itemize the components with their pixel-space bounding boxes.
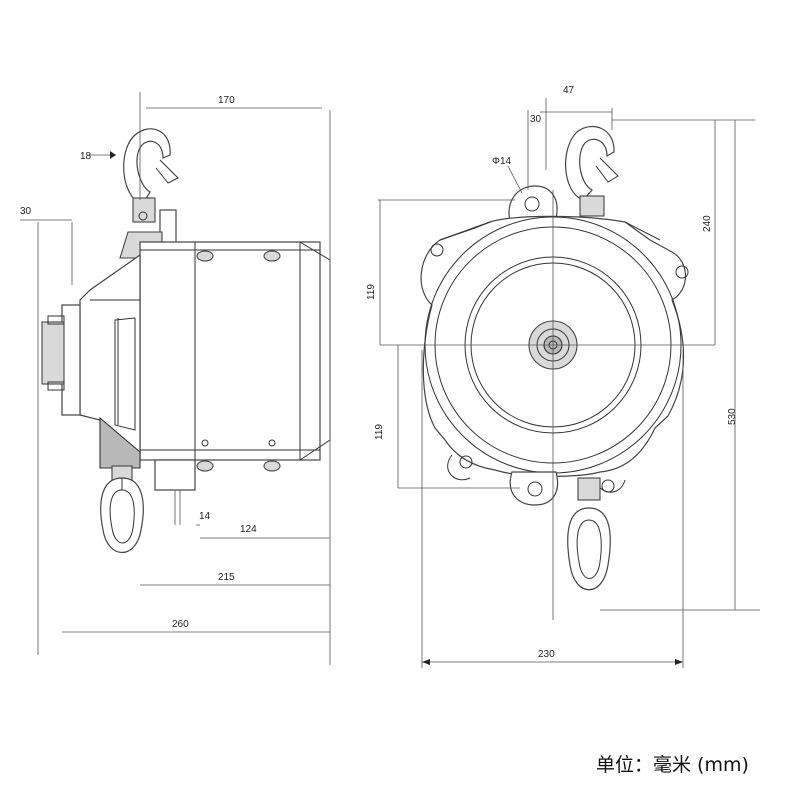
dim-14: 14 <box>199 511 211 522</box>
dimension-labels: 170 18 30 14 124 215 260 47 30 Φ14 240 5… <box>20 85 738 660</box>
dim-170: 170 <box>218 95 235 106</box>
front-dimension-lines <box>378 98 760 668</box>
dim-30-left: 30 <box>20 206 32 217</box>
dim-215: 215 <box>218 572 235 583</box>
front-top-ear <box>508 185 558 223</box>
side-bottom-block <box>99 416 141 469</box>
dim-124: 124 <box>240 524 257 535</box>
side-bottom-mount <box>154 459 196 491</box>
dim-230: 230 <box>538 649 555 660</box>
dim-240: 240 <box>702 215 713 232</box>
dim-47: 47 <box>563 85 575 96</box>
dim-119-upper: 119 <box>366 284 377 300</box>
side-top-hook <box>123 128 179 223</box>
side-drum <box>139 241 331 472</box>
side-dimension-lines <box>20 92 331 665</box>
front-top-hook <box>565 125 619 217</box>
side-view <box>20 92 331 665</box>
unit-label: 单位：毫米 (mm) <box>596 754 749 776</box>
side-end-cap <box>79 253 141 457</box>
side-rear-knob <box>41 304 81 416</box>
front-housing <box>420 215 689 493</box>
dim-hook-18: 18 <box>80 151 92 162</box>
dim-260: 260 <box>172 619 189 630</box>
dim-30-top: 30 <box>530 114 542 125</box>
side-bottom-shackle <box>100 465 144 554</box>
front-bottom-ear <box>509 471 559 506</box>
front-bottom-shackle <box>567 477 611 591</box>
dim-119-lower: 119 <box>374 424 385 440</box>
front-view <box>378 98 760 668</box>
dim-phi14: Φ14 <box>492 156 512 167</box>
dim-530: 530 <box>727 408 738 425</box>
